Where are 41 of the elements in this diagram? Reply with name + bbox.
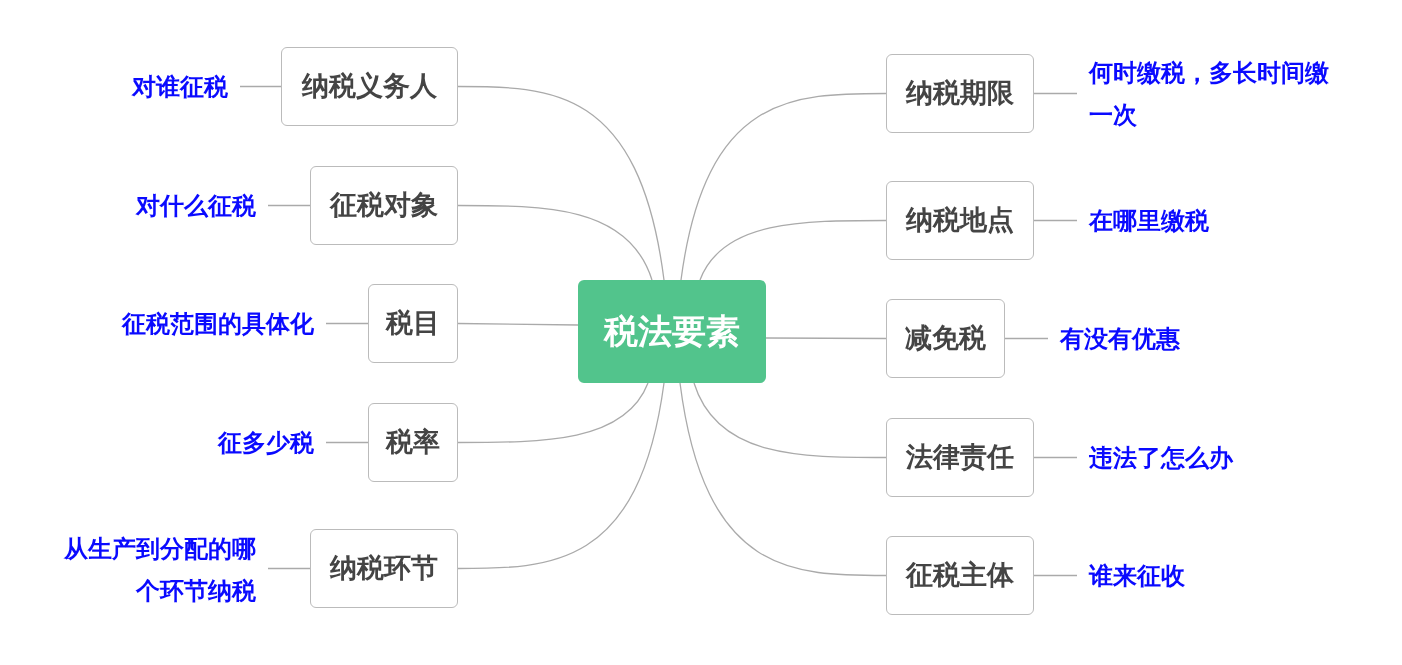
connector-line [765,337,887,340]
description-text: 何时缴税，多长时间缴一次 [1077,52,1339,136]
topic-box: 纳税义务人 [281,47,458,126]
connector-line [457,382,649,444]
connector-line [679,382,887,577]
connector-line [1004,337,1049,340]
connector-line [1033,574,1078,577]
topic-box: 税率 [368,403,458,482]
topic-box: 法律责任 [886,418,1034,497]
connector-line [680,92,887,281]
topic-box: 纳税环节 [310,529,458,608]
description-text: 征税范围的具体化 [80,304,326,344]
description-text: 在哪里缴税 [1077,201,1247,241]
topic-box: 税目 [368,284,458,363]
connector-line [325,441,369,444]
connector-line [457,382,665,570]
connector-line [267,204,311,207]
topic-box: 减免税 [886,299,1005,378]
connector-line [457,85,665,281]
connector-line [1033,92,1078,95]
connector-line [457,322,579,326]
description-text: 对什么征税 [100,186,268,226]
topic-box: 纳税地点 [886,181,1034,260]
description-text: 有没有优惠 [1048,319,1218,359]
connector-line [267,567,311,570]
topic-box: 征税主体 [886,536,1034,615]
connector-line [699,219,887,281]
description-text: 违法了怎么办 [1077,438,1267,478]
description-text: 从生产到分配的哪个环节纳税 [56,528,268,612]
topic-box: 征税对象 [310,166,458,245]
connector-line [1033,219,1078,222]
connector-line [325,322,369,325]
connector-line [1033,456,1078,459]
connector-line [457,204,653,281]
connector-line [239,85,282,88]
description-text: 征多少税 [180,423,326,463]
description-text: 谁来征收 [1077,556,1227,596]
topic-box: 纳税期限 [886,54,1034,133]
connector-line [693,382,887,459]
description-text: 对谁征税 [100,67,240,107]
central-topic-box: 税法要素 [578,280,766,383]
